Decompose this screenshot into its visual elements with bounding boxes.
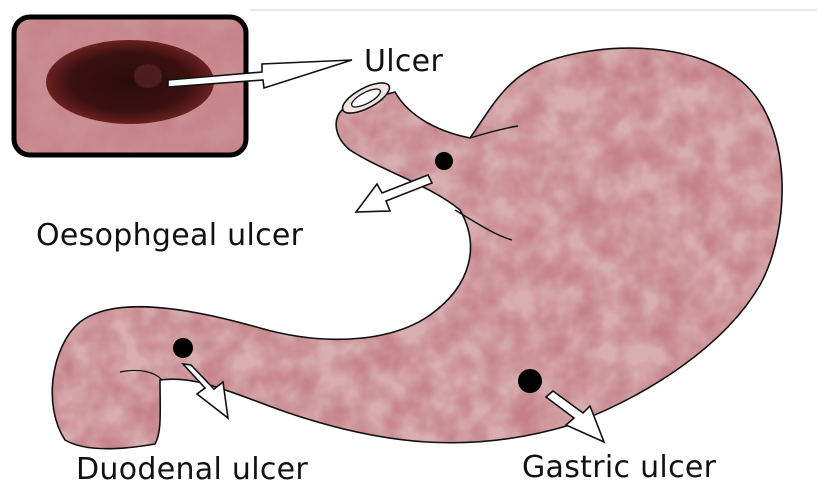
gastric-ulcer-dot-icon <box>518 369 542 393</box>
oesophageal-arrow-icon <box>356 175 432 212</box>
oesophageal-ulcer-dot-icon <box>435 152 453 170</box>
oesophageal-ulcer-label: Oesophgeal ulcer <box>36 218 303 253</box>
duodenal-ulcer-dot-icon <box>173 338 193 358</box>
ulcer-label: Ulcer <box>364 44 443 79</box>
duodenal-ulcer-label: Duodenal ulcer <box>76 452 308 487</box>
zoom-inset <box>14 17 246 155</box>
gastric-ulcer-label: Gastric ulcer <box>522 450 716 485</box>
